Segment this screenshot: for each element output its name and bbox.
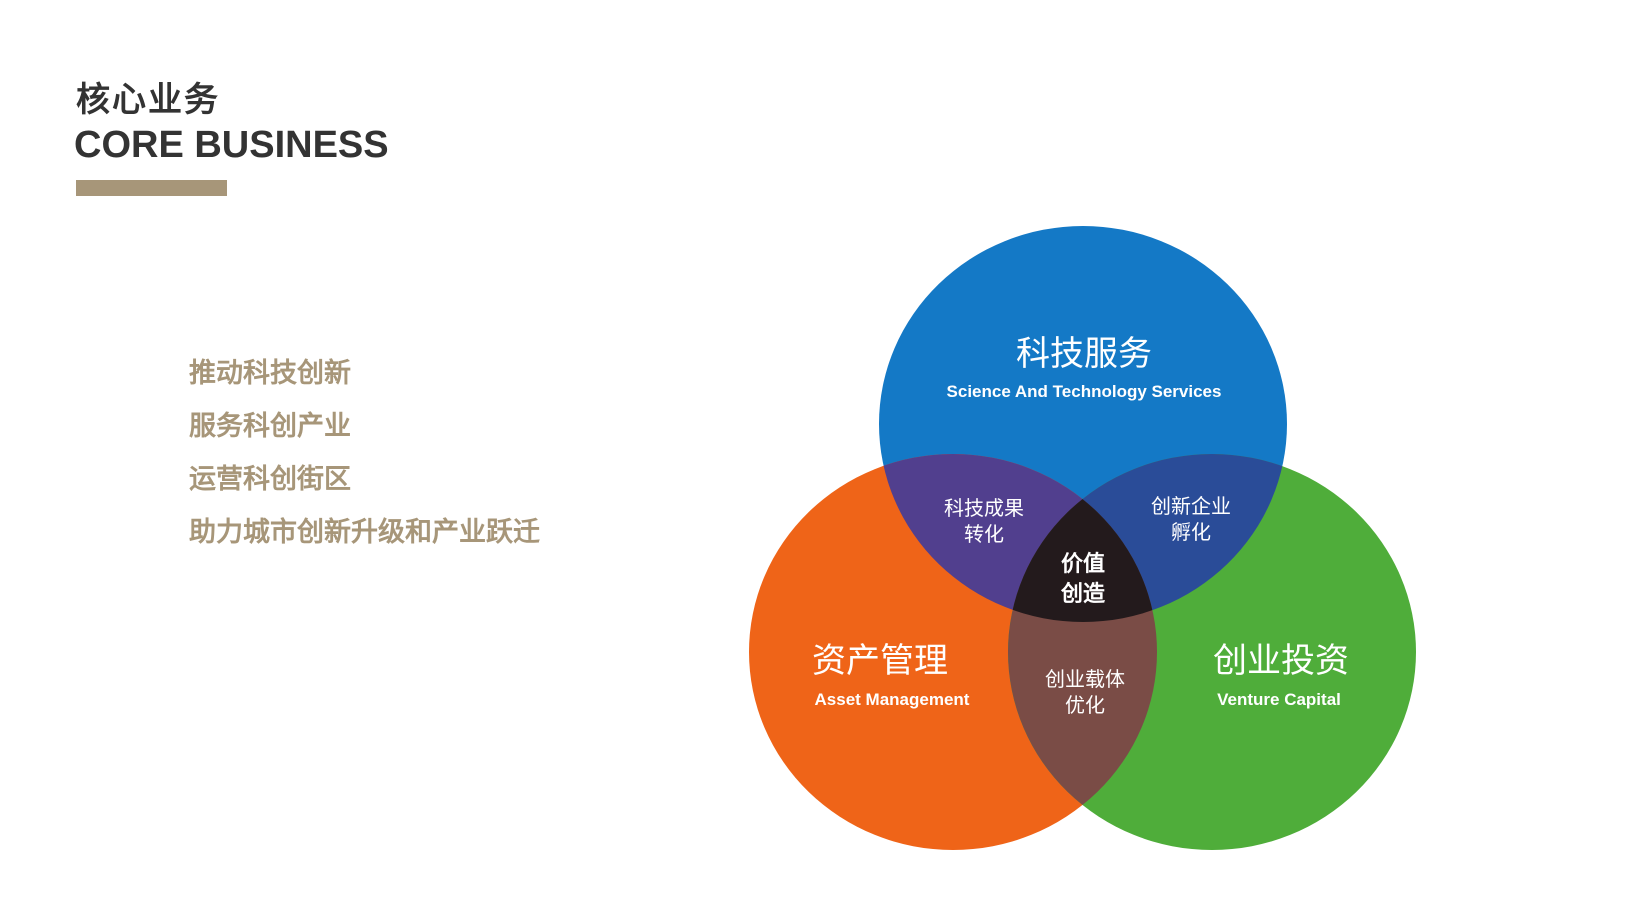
overlap-tech-venture-label: 孵化 [1171,520,1211,544]
asset-management-subtitle: Asset Management [815,690,970,709]
overlap-tech-venture-label: 创新企业 [1151,494,1231,518]
overlap-asset-venture-label: 创业载体 [1045,667,1125,691]
overlap-center [1008,454,1157,622]
center-label: 价值 [1061,551,1105,577]
center-label: 创造 [1060,582,1105,607]
venture-capital-title: 创业投资 [1213,641,1349,681]
venture-capital-subtitle: Venture Capital [1217,690,1341,709]
mission-list: 推动科技创新 服务科创产业 运营科创街区 助力城市创新升级和产业跃迁 [189,352,540,564]
overlap-asset-venture-label: 优化 [1065,693,1105,717]
title-underline-bar [76,180,227,196]
overlap-tech-asset-label: 科技成果 [944,496,1024,520]
overlap-tech-asset-label: 转化 [964,522,1004,546]
mission-item: 运营科创街区 [189,464,351,495]
mission-item: 推动科技创新 [189,358,351,389]
tech-services-subtitle: Science And Technology Services [947,382,1222,401]
mission-item: 助力城市创新升级和产业跃迁 [189,517,540,548]
asset-management-title: 资产管理 [812,641,948,681]
tech-services-title: 科技服务 [1016,334,1152,374]
page-title-cn: 核心业务 [76,80,220,120]
page-title-en: CORE BUSINESS [74,124,389,166]
mission-item: 服务科创产业 [189,411,351,442]
